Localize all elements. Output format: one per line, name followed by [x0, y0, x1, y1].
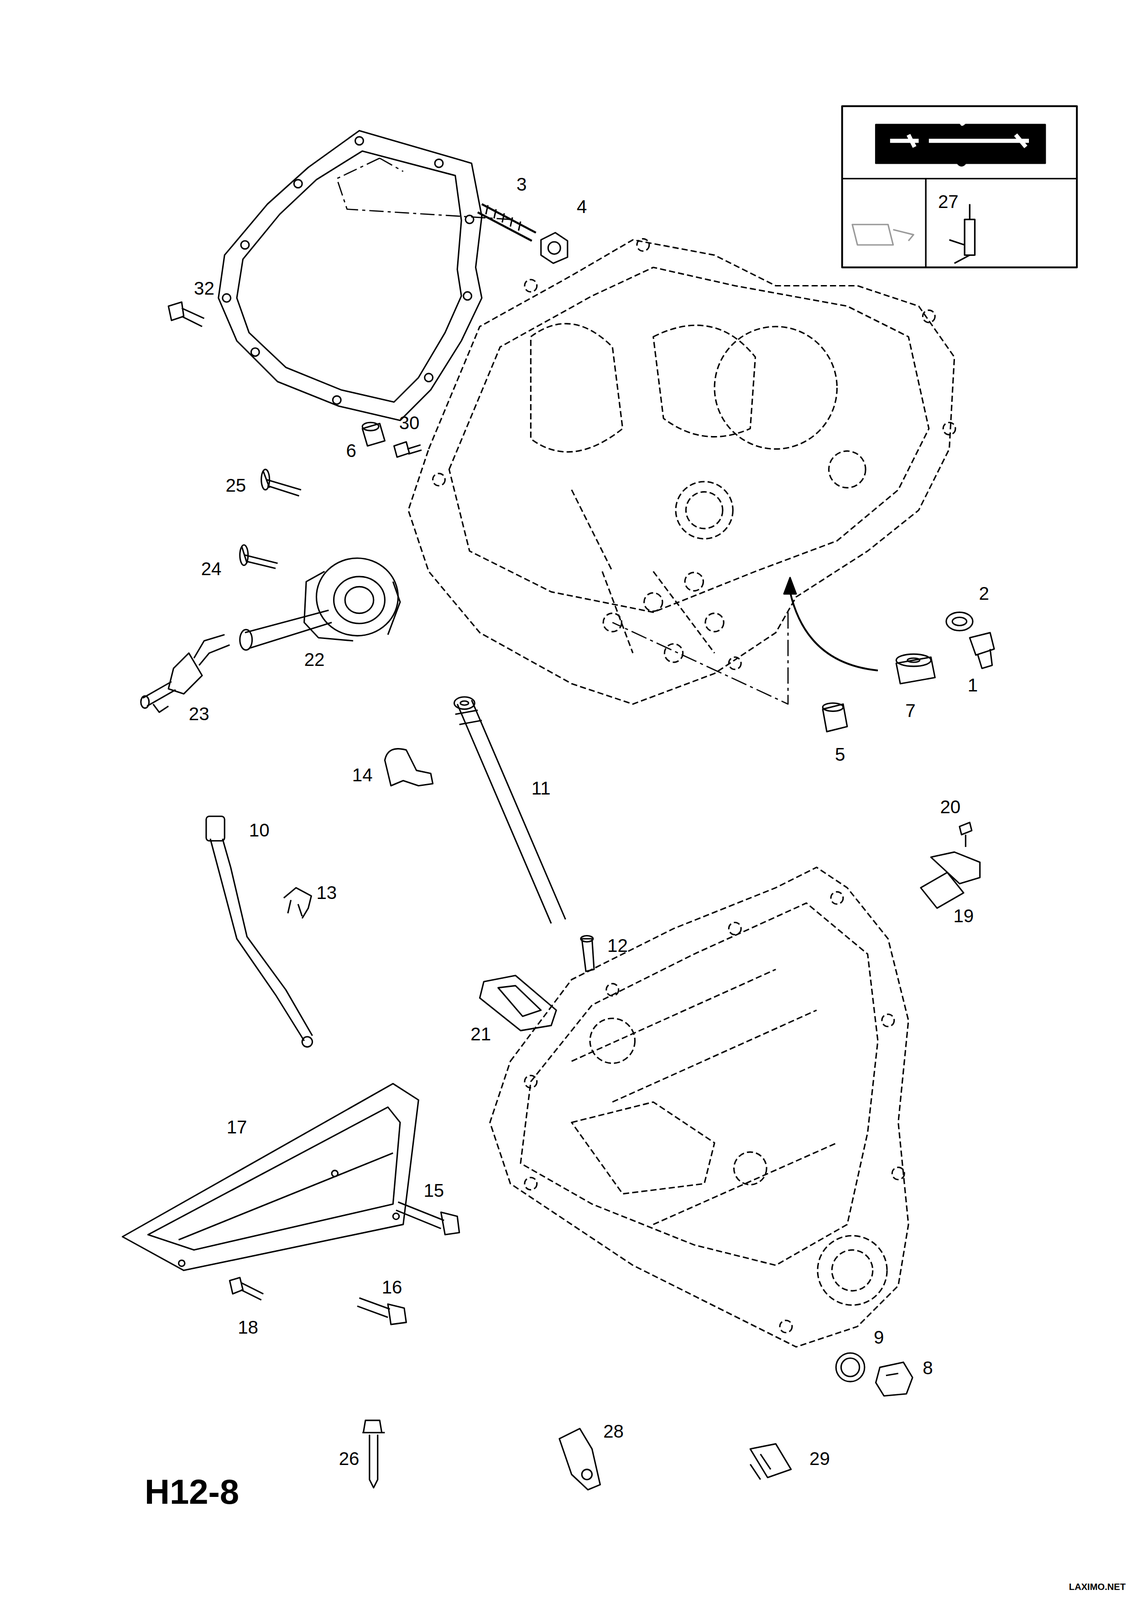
callout-number: 17	[226, 1118, 248, 1138]
callout-number: 23	[188, 705, 210, 724]
callout-number: 25	[225, 476, 246, 496]
callout-number: 16	[381, 1278, 403, 1298]
callout-number: 18	[237, 1318, 259, 1337]
figure-code: H12-8	[144, 1475, 240, 1510]
callout-number: 7	[905, 702, 916, 721]
watermark: LAXIMO.NET	[1069, 1582, 1126, 1592]
callout-number: 5	[834, 745, 846, 765]
callout-number: 13	[316, 883, 337, 903]
callout-number: 32	[193, 279, 215, 298]
callout-number: 9	[873, 1329, 884, 1348]
callout-number: 1	[967, 676, 978, 695]
callout-number: 3	[516, 175, 527, 194]
callout-number: 21	[470, 1025, 491, 1044]
callout-number: 28	[603, 1423, 624, 1442]
callout-number: 11	[531, 779, 551, 799]
callout-number: 14	[352, 766, 373, 785]
callout-number: 30	[399, 414, 420, 433]
callout-number: 24	[201, 560, 222, 579]
callout-number: 10	[249, 821, 270, 840]
callout-number: 2	[978, 584, 989, 604]
callout-number: 27	[938, 193, 959, 212]
callout-number: 6	[345, 442, 356, 461]
callout-number: 12	[607, 937, 628, 956]
callout-number: 15	[423, 1182, 444, 1201]
callout-number: 8	[922, 1359, 933, 1378]
callout-number: 29	[809, 1450, 830, 1469]
callout-number: 26	[339, 1450, 360, 1469]
callout-number: 19	[953, 907, 974, 926]
callout-number: 20	[939, 798, 961, 817]
callout-number: 22	[304, 651, 325, 670]
callout-number: 4	[576, 198, 587, 217]
